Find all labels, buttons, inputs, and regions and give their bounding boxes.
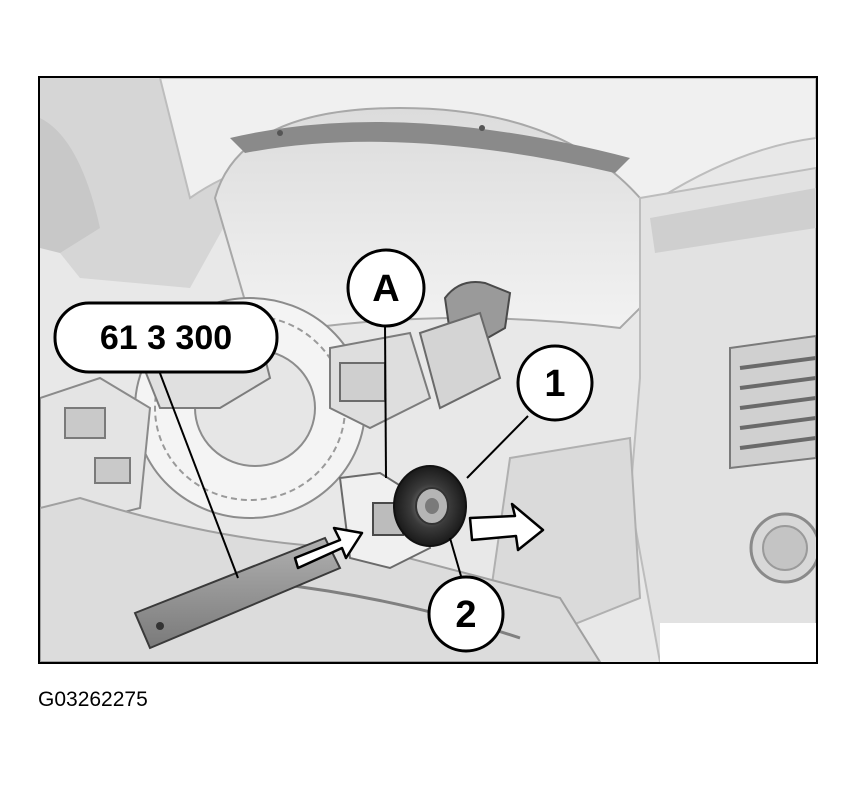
callout-tool: 61 3 300 <box>53 301 279 374</box>
callout-tool-label: 61 3 300 <box>100 319 232 357</box>
hood-dot-left <box>277 130 283 136</box>
illustration-frame: 61 3 300 A 1 2 <box>38 76 818 664</box>
label-patch <box>660 623 816 662</box>
leader-line-a <box>384 322 387 479</box>
left-window <box>40 118 100 253</box>
callout-1: 1 <box>516 344 594 422</box>
right-dash-shelf <box>650 188 816 253</box>
hood-vent <box>230 122 630 173</box>
leader-line-tool <box>157 367 239 579</box>
start-button <box>749 512 816 584</box>
callout-2-label: 2 <box>455 594 476 636</box>
pull-arrow-icon <box>468 502 545 552</box>
special-tool <box>133 536 342 650</box>
leader-line-2 <box>449 537 464 584</box>
wiper-stalk <box>418 281 512 410</box>
hood-dot-right <box>479 125 485 131</box>
knee-panel <box>488 436 642 640</box>
leader-line-1 <box>466 415 529 479</box>
callout-2: 2 <box>427 575 505 653</box>
callout-a-label: A <box>372 268 399 310</box>
push-arrow-icon <box>293 526 364 570</box>
callout-1-label: 1 <box>544 363 565 405</box>
figure-code: G03262275 <box>38 688 148 711</box>
callout-a: A <box>346 248 426 328</box>
rotary-switch <box>393 465 467 547</box>
air-vent <box>729 334 816 470</box>
dashboard-illustration: 61 3 300 A 1 2 <box>40 78 816 662</box>
left-switch-cluster <box>40 376 152 525</box>
